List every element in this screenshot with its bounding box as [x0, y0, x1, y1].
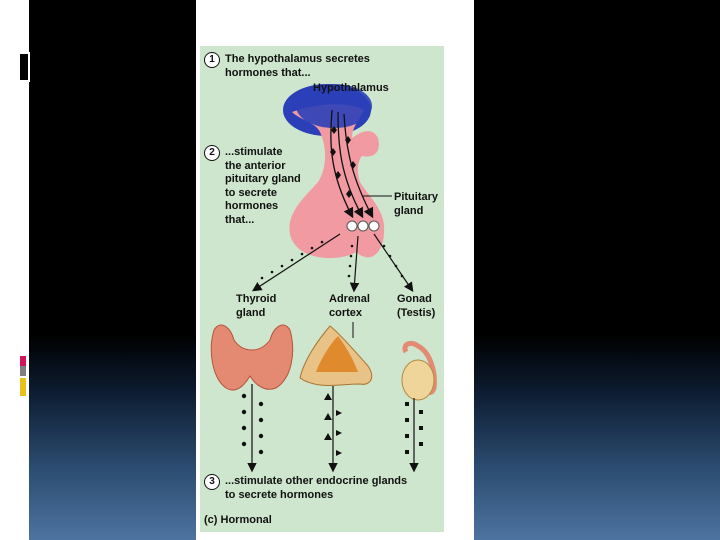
hormone-dot — [350, 255, 353, 258]
hormone-dot — [291, 259, 294, 262]
hormone-dot — [351, 245, 354, 248]
thyroid-hormone-dot — [242, 410, 246, 414]
caption-text: Hormonal — [221, 514, 272, 526]
step-2-number: 2 — [204, 145, 220, 161]
thyroid-label: Thyroid gland — [236, 293, 276, 320]
adrenal-hormone-triangle — [324, 433, 332, 440]
thyroid-hormone-dot — [259, 450, 263, 454]
adrenal-hormone-triangle — [324, 393, 332, 400]
capillary — [358, 221, 368, 231]
hormone-dot — [395, 265, 398, 268]
caption: (c) Hormonal — [204, 514, 272, 528]
adrenal-hormone-triangle — [336, 410, 342, 416]
gonad-hormone-square — [419, 426, 423, 430]
hormone-dot — [321, 241, 324, 244]
hormone-dot — [383, 245, 386, 248]
adrenal-hormone-triangle — [324, 413, 332, 420]
thyroid-hormone-dot — [242, 426, 246, 430]
hormone-dot — [271, 271, 274, 274]
thyroid-hormone-dot — [259, 434, 263, 438]
hormone-dot — [349, 265, 352, 268]
gonad-hormone-square — [405, 402, 409, 406]
capillary — [347, 221, 357, 231]
hormone-dot — [348, 275, 351, 278]
thyroid-gland-shape — [211, 325, 292, 390]
adrenal-label: Adrenal cortex — [329, 293, 370, 320]
thyroid-hormone-dot — [242, 394, 246, 398]
adrenal-hormone-triangle — [336, 430, 342, 436]
hormone-dot — [401, 275, 404, 278]
hormone-dot — [301, 253, 304, 256]
hormone-dot — [281, 265, 284, 268]
thyroid-hormone-dot — [242, 442, 246, 446]
step-3-number: 3 — [204, 474, 220, 490]
arrow-to-gonad — [374, 234, 412, 290]
gonad-hormone-square — [405, 418, 409, 422]
testis-shape — [402, 360, 434, 400]
capillary — [369, 221, 379, 231]
gonad-hormone-square — [405, 450, 409, 454]
hormone-dot — [389, 255, 392, 258]
hypothalamus-label: Hypothalamus — [313, 82, 389, 96]
gonad-hormone-square — [419, 442, 423, 446]
gonad-hormone-square — [405, 434, 409, 438]
pituitary-label: Pituitary gland — [394, 191, 438, 218]
step-1-text: The hypothalamus secretes hormones that.… — [225, 53, 370, 80]
step-3-text: ...stimulate other endocrine glands to s… — [225, 475, 407, 502]
step-1-number: 1 — [204, 52, 220, 68]
gonad-label: Gonad (Testis) — [397, 293, 435, 320]
hormone-dot — [311, 247, 314, 250]
thyroid-hormone-dot — [259, 402, 263, 406]
step-2-text: ...stimulate the anterior pituitary glan… — [225, 146, 301, 227]
adrenal-hormone-triangle — [336, 450, 342, 456]
caption-prefix: (c) — [204, 514, 217, 526]
thyroid-hormone-dot — [259, 418, 263, 422]
hormone-dot — [261, 277, 264, 280]
gonad-hormone-square — [419, 410, 423, 414]
